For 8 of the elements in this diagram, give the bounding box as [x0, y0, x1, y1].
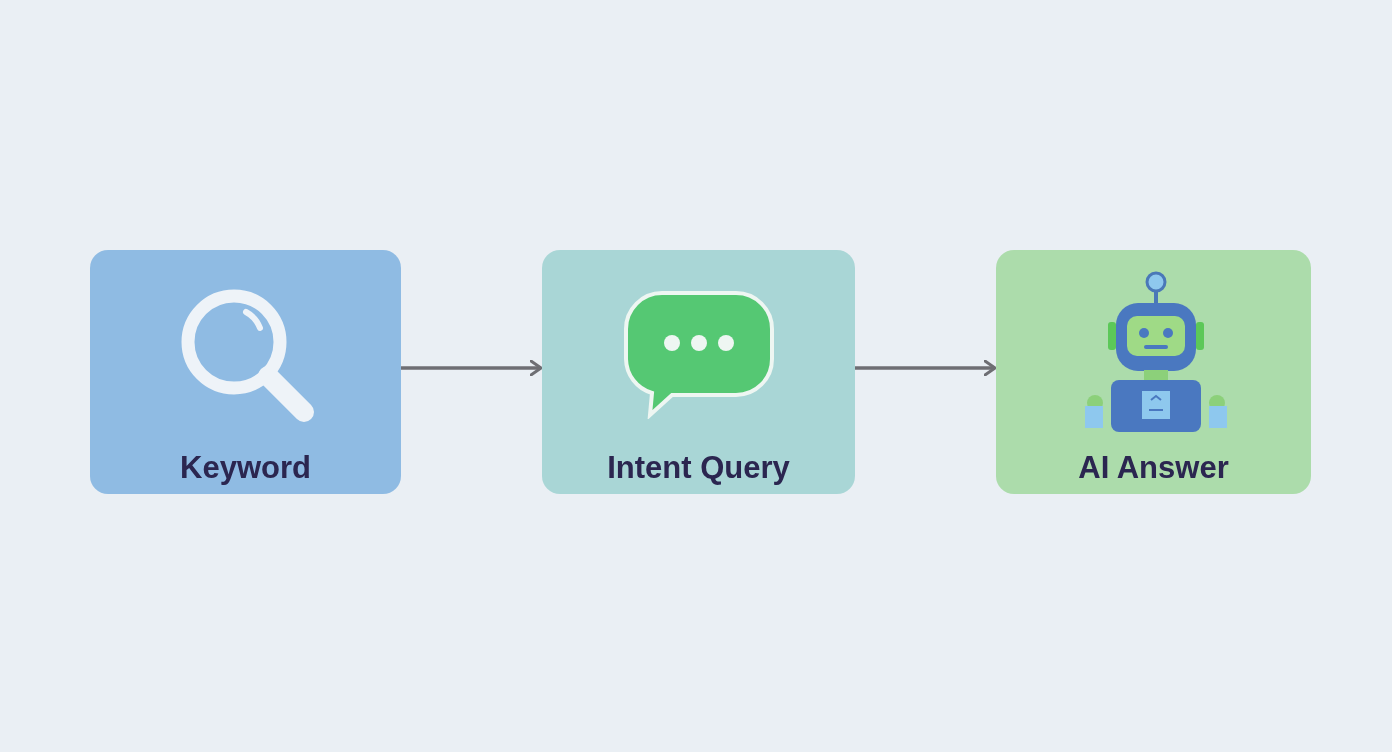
arrow — [855, 359, 997, 377]
process-box — [542, 250, 855, 494]
process-box — [90, 250, 401, 494]
box-label: AI Answer — [1077, 449, 1230, 487]
process-box — [996, 250, 1311, 494]
box-label: Intent Query — [606, 449, 791, 487]
arrow — [401, 359, 543, 377]
box-label: Keyword — [179, 449, 312, 487]
